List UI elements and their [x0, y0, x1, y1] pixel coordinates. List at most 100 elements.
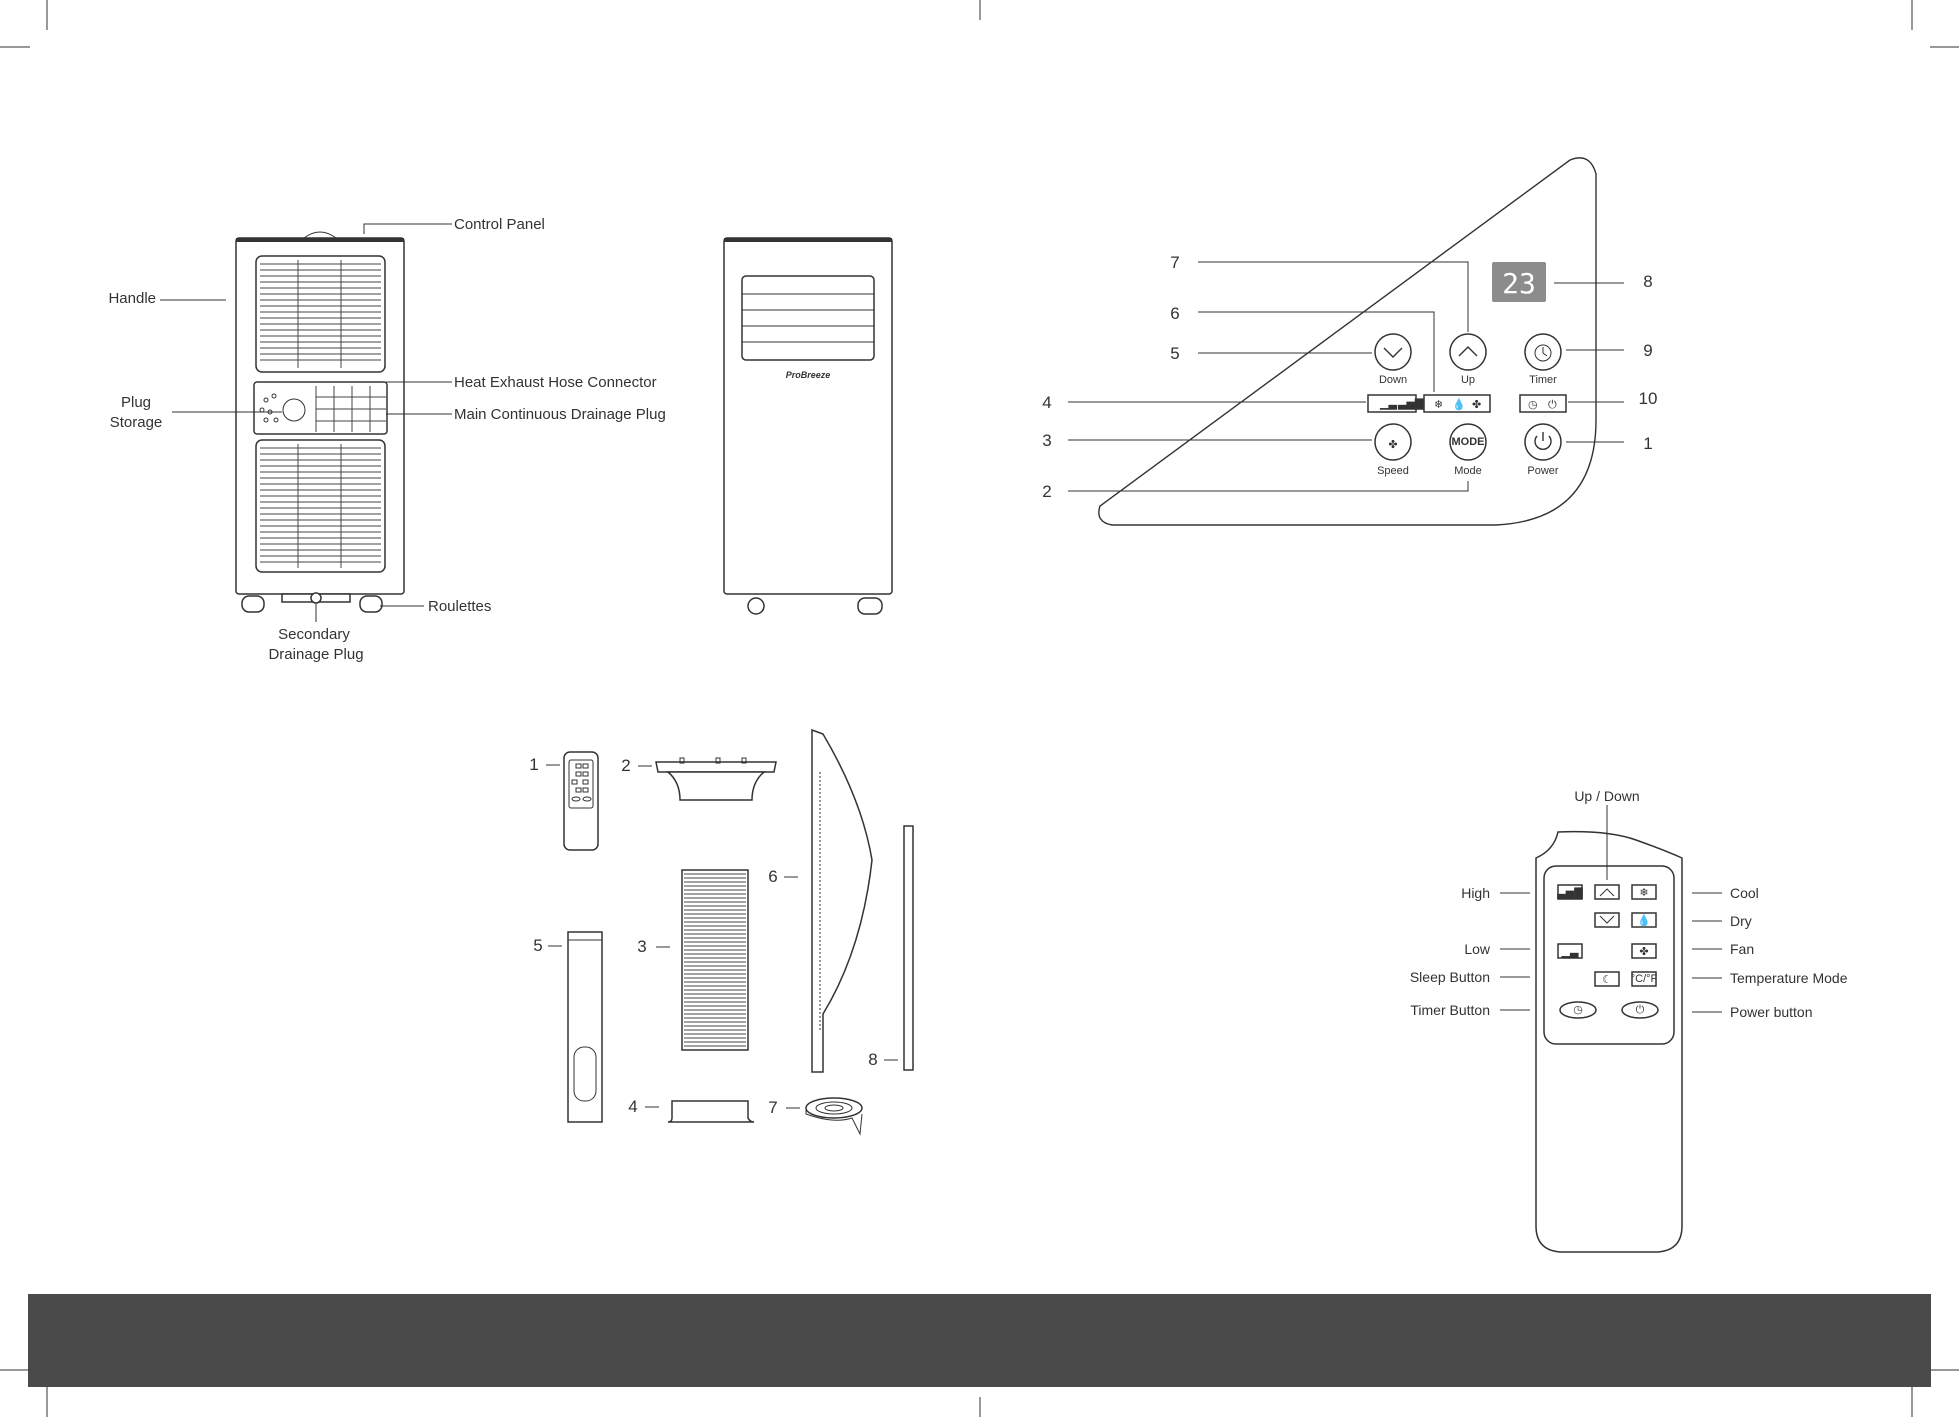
plug-storage-label-2: Storage: [110, 414, 163, 431]
fan-label: Fan: [1730, 941, 1754, 957]
chevron-down-icon: [1383, 347, 1403, 358]
handle-label: Handle: [108, 290, 156, 307]
timer-indicator-icon: ◷: [1528, 399, 1538, 411]
up-button-label: Up: [1461, 374, 1475, 386]
timer-key[interactable]: ◷: [1559, 1001, 1597, 1019]
power-icon: ⏻: [1636, 1004, 1645, 1016]
down-key[interactable]: [1594, 912, 1620, 928]
power-button-label: Power: [1527, 465, 1559, 477]
power-key[interactable]: ⏻: [1621, 1001, 1659, 1019]
high-speed-key[interactable]: ▃▅▇: [1556, 884, 1583, 900]
accessory-remote: [563, 751, 599, 851]
accessory-number-3: 3: [637, 937, 646, 956]
fan-icon: ✤: [1472, 399, 1481, 411]
callout-3: 3: [1042, 431, 1051, 450]
timer-icon: [1534, 344, 1552, 362]
timer-label: Timer Button: [1410, 1002, 1490, 1018]
svg-text:▃▅▇: ▃▅▇: [1556, 887, 1583, 899]
power-label: Power button: [1730, 1004, 1813, 1020]
callout-5: 5: [1170, 344, 1179, 363]
accessory-rod: [903, 825, 914, 1071]
callout-8: 8: [1643, 272, 1652, 291]
accessory-exhaust-hose: [681, 869, 749, 1051]
dry-key[interactable]: 💧: [1631, 912, 1657, 928]
fan-key[interactable]: ✤: [1631, 943, 1657, 959]
speed-button-label: Speed: [1377, 465, 1409, 477]
temperature-mode-key[interactable]: °C/°F: [1631, 971, 1658, 987]
accessory-hose-connector: [667, 1100, 755, 1123]
footer-band: [28, 1294, 1931, 1387]
low-label: Low: [1464, 941, 1491, 957]
accessory-foam-tape: [805, 1097, 863, 1136]
power-icon: [1534, 435, 1552, 450]
up-down-label: Up / Down: [1574, 788, 1639, 804]
cool-label: Cool: [1730, 885, 1759, 901]
main-drain-label: Main Continuous Drainage Plug: [454, 406, 666, 423]
sleep-key[interactable]: ☾: [1594, 971, 1620, 987]
secondary-drain-label-1: Secondary: [278, 626, 350, 643]
timer-icon: ◷: [1573, 1004, 1583, 1016]
temperature-mode-glyph: °C/°F: [1631, 973, 1658, 985]
high-speed-icon: ▃▅▇: [1397, 398, 1424, 410]
accessory-window-kit: [811, 728, 873, 1073]
timer-button-label: Timer: [1529, 374, 1557, 386]
mode-button[interactable]: MODE: [1449, 423, 1487, 461]
wheel-icon: [241, 595, 383, 613]
fan-icon: ✤: [1639, 946, 1648, 958]
callout-4: 4: [1042, 393, 1051, 412]
low-speed-key[interactable]: ▁▃: [1557, 943, 1583, 959]
accessory-number-5: 5: [533, 936, 542, 955]
accessory-number-8: 8: [868, 1050, 877, 1069]
control-panel-diagram: 23 Down Up Timer ▁▃ ▃▅▇ ❄ 💧 ✤: [1042, 157, 1658, 526]
callout-6: 6: [1170, 304, 1179, 323]
accessory-window-adapter: [655, 757, 777, 801]
plug-storage-label-1: Plug: [121, 394, 151, 411]
secondary-drain-label-2: Drainage Plug: [268, 646, 363, 663]
brand-logo: ProBreeze: [786, 370, 831, 380]
low-speed-icon: ▁▃: [1379, 398, 1397, 410]
moon-icon: ☾: [1602, 974, 1612, 986]
remote-control-diagram: ▃▅▇ ❄ 💧 ▁▃ ✤ ☾: [1410, 788, 1848, 1253]
callout-2: 2: [1042, 482, 1051, 501]
svg-text:▁▃: ▁▃: [1561, 946, 1579, 958]
unit-rear-view: ProBreeze: [723, 237, 893, 615]
accessory-window-slider: [567, 931, 603, 1123]
speed-indicator: ▁▃ ▃▅▇: [1367, 394, 1424, 413]
speed-button[interactable]: ✤: [1374, 423, 1412, 461]
snowflake-icon: ❄: [1639, 887, 1648, 899]
cool-key[interactable]: ❄: [1631, 884, 1657, 900]
accessory-number-6: 6: [768, 867, 777, 886]
accessory-number-1: 1: [529, 755, 538, 774]
timer-button[interactable]: [1524, 333, 1562, 371]
mode-indicator: ❄ 💧 ✤: [1423, 394, 1491, 413]
temperature-mode-label: Temperature Mode: [1730, 970, 1848, 986]
accessory-number-2: 2: [621, 756, 630, 775]
mode-button-glyph: MODE: [1452, 436, 1485, 448]
display-value: 23: [1502, 267, 1536, 300]
down-button[interactable]: [1374, 333, 1412, 371]
up-key[interactable]: [1594, 884, 1620, 900]
dry-icon: 💧: [1452, 398, 1466, 411]
callout-9: 9: [1643, 341, 1652, 360]
power-button[interactable]: [1524, 423, 1562, 461]
up-button[interactable]: [1449, 333, 1487, 371]
chevron-up-icon: [1458, 346, 1478, 357]
high-label: High: [1461, 885, 1490, 901]
dry-label: Dry: [1730, 913, 1752, 929]
temperature-display: [1492, 262, 1546, 302]
chevron-up-icon: [1599, 888, 1615, 897]
mode-button-label: Mode: [1454, 465, 1482, 477]
chevron-down-icon: [1599, 915, 1615, 924]
power-indicator-icon: ⏻: [1548, 399, 1557, 411]
control-panel-label: Control Panel: [454, 216, 545, 233]
callout-10: 10: [1639, 389, 1658, 408]
callout-1: 1: [1643, 434, 1652, 453]
fan-icon: ✤: [1388, 439, 1397, 451]
callout-7: 7: [1170, 253, 1179, 272]
unit-front-view: Control Panel Handle Plug Storage Heat E…: [108, 216, 665, 663]
heat-exhaust-label: Heat Exhaust Hose Connector: [454, 374, 657, 391]
accessory-number-4: 4: [628, 1097, 637, 1116]
timer-power-indicator: ◷ ⏻: [1519, 394, 1567, 413]
